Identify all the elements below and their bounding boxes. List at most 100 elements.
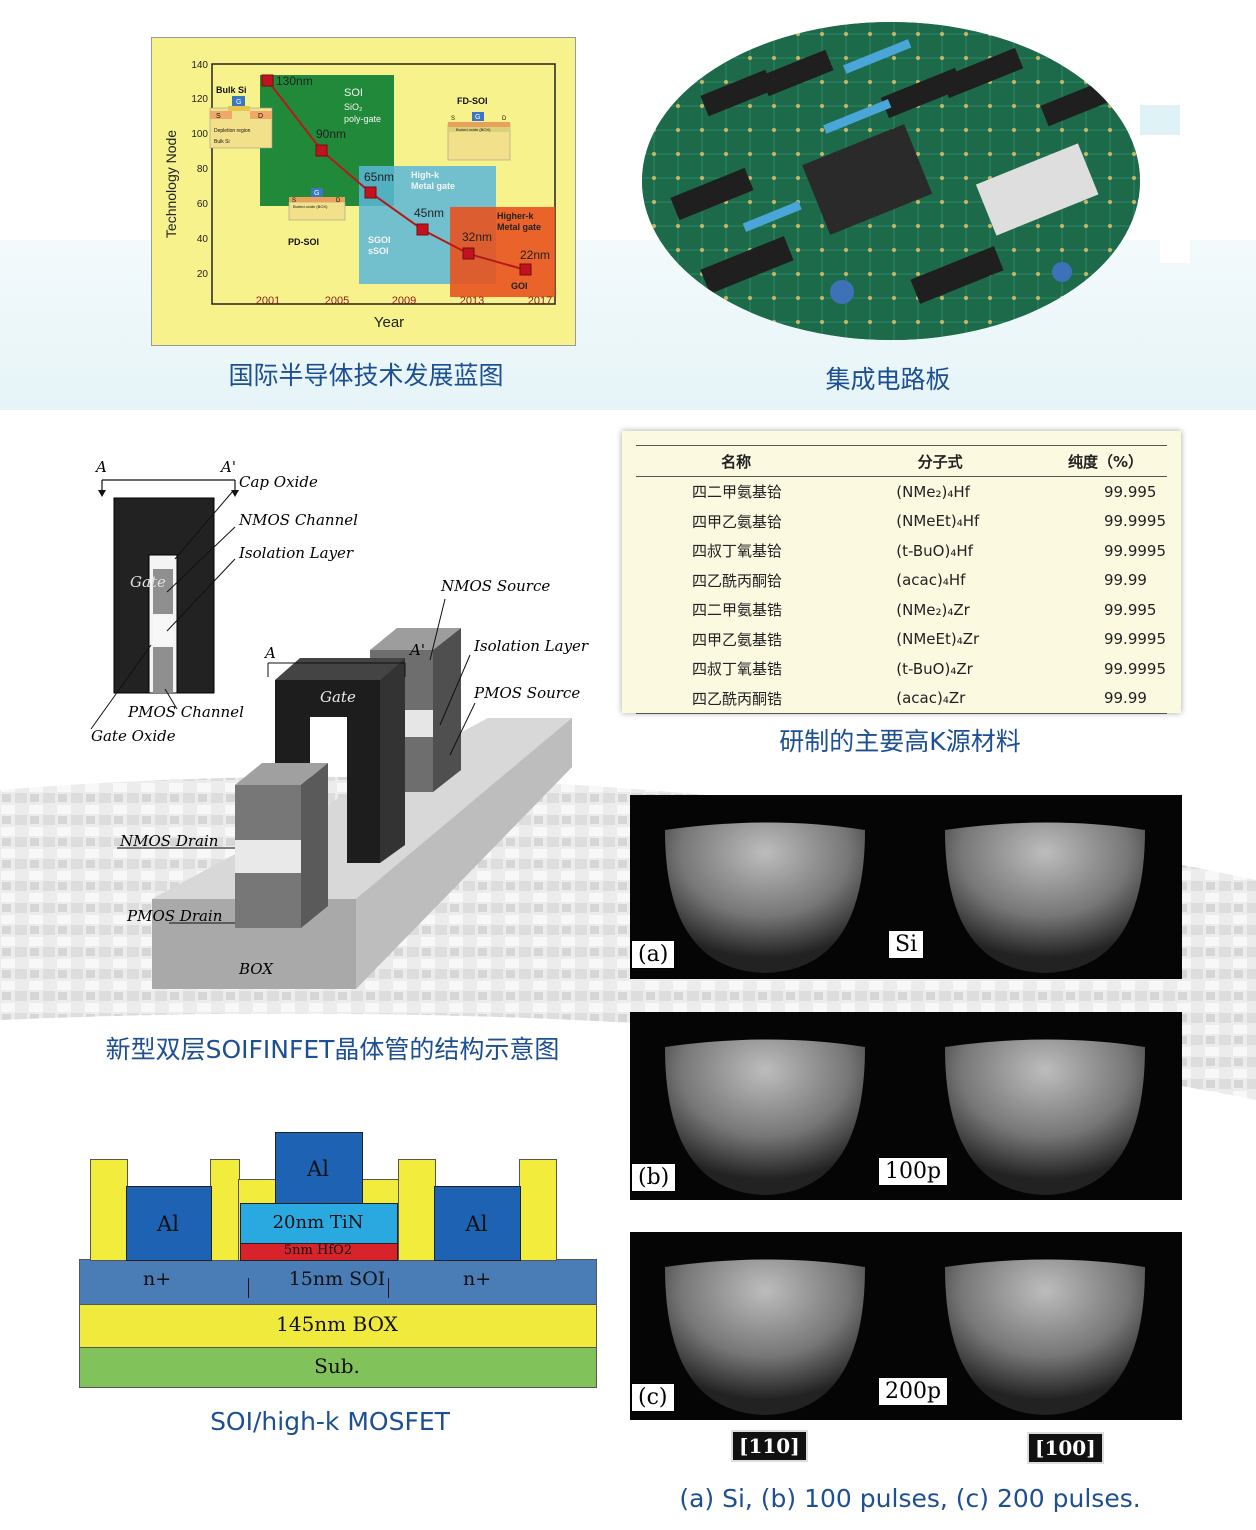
higherk-label: Higher-k — [497, 211, 535, 221]
roadmap-xlabel: Year — [374, 314, 404, 331]
3d-label-a-prime: A' — [408, 641, 425, 659]
pmos-drain-block — [235, 873, 301, 928]
pmos-drain-label: PMOS Drain — [126, 907, 222, 925]
cell-formula: (NMe₂)₄Hf — [896, 482, 970, 501]
cs-label-a-prime: A' — [219, 458, 236, 476]
cs-label-a: A — [94, 458, 107, 476]
decorative-squares — [1140, 105, 1204, 263]
al-right — [434, 1186, 521, 1261]
pmos-channel-label: PMOS Channel — [127, 703, 244, 721]
node-label-90: 90nm — [316, 127, 346, 141]
bulk-source — [210, 111, 232, 119]
rheed-panel-b: (b) 100p — [630, 1012, 1182, 1200]
hfo2-label: 5nm HfO2 — [283, 1243, 353, 1258]
rheed-b-tag: 100p — [878, 1157, 949, 1186]
bulk-g-label: G — [236, 99, 241, 106]
rheed-c-letter: (c) — [631, 1383, 675, 1412]
fdsoi-box-label: Buried oxide (BOX) — [456, 127, 491, 132]
cell-formula: (acac)₄Hf — [896, 571, 966, 590]
header-purity: 纯度（%） — [1043, 445, 1167, 477]
cell-name: 四二甲氨基铪 — [692, 483, 783, 502]
cell-name: 四叔丁氧基锆 — [692, 660, 783, 679]
cell-name: 四乙酰丙酮锆 — [636, 683, 837, 714]
cap-oxide-label: Cap Oxide — [239, 473, 318, 491]
xtick-2017: 2017 — [528, 295, 552, 307]
rheed-c-pattern-right — [945, 1259, 1145, 1415]
fdsoi-title: FD-SOI — [457, 96, 488, 106]
materials-table: 名称 分子式 纯度（%） 四二甲氨基铪 (NMe₂)₄Hf 99.995 四甲乙氨基铪… — [636, 445, 1167, 714]
mosfet-caption: SOI/high-k MOSFET — [210, 1407, 450, 1436]
pdsoi-gate-block — [311, 188, 323, 197]
bulk-d-label: D — [258, 113, 263, 120]
al-right-label: Al — [465, 1212, 488, 1236]
isolation-block — [153, 616, 173, 645]
fdsoi-box — [448, 127, 510, 132]
highk-label2: Metal gate — [411, 181, 455, 191]
xtick-2005: 2005 — [325, 295, 349, 307]
sub-label: Sub. — [314, 1354, 360, 1378]
roadmap-trend-line — [267, 80, 527, 271]
xtick-2009: 2009 — [392, 295, 416, 307]
roadmap-chart: 140 120 100 80 60 40 20 2001 2005 2009 2… — [151, 37, 576, 346]
cell-purity: 99.9995 — [1103, 630, 1166, 649]
node-label-22: 22nm — [520, 248, 550, 262]
node-marker-90 — [315, 144, 328, 157]
table-caption: 研制的主要高K源材料 — [779, 727, 1021, 756]
xtick-2001: 2001 — [256, 295, 280, 307]
header-name: 名称 — [636, 445, 837, 477]
nmos-source-label: NMOS Source — [440, 577, 550, 595]
bulk-gate-block — [232, 96, 245, 106]
cell-formula: (t-BuO)₄Hf — [896, 541, 973, 560]
goi-label: GOI — [511, 281, 528, 291]
higherk-label2: Metal gate — [497, 222, 541, 232]
plot-frame — [211, 63, 556, 305]
rheed-panel-a: (a) Si — [630, 795, 1182, 979]
fdsoi-d-label: D — [502, 116, 507, 122]
cell-name: 四甲乙氨基锆 — [692, 630, 783, 649]
box-label: BOX — [238, 960, 274, 978]
xtick-2013: 2013 — [460, 295, 484, 307]
ytick-120: 120 — [191, 94, 208, 105]
cell-name: 四甲乙氨基铪 — [692, 512, 783, 531]
rheed-panel-c: (c) 200p — [630, 1232, 1182, 1420]
cell-purity: 99.9995 — [1103, 541, 1166, 560]
pdsoi-g-label: G — [314, 190, 319, 197]
spacer-right-inner — [398, 1159, 436, 1261]
pdsoi-box-label: Buried oxide (BOX) — [293, 204, 328, 209]
n-plus-right-label: n+ — [463, 1268, 492, 1290]
bulk-s-label: S — [216, 113, 221, 120]
cell-purity: 99.995 — [1103, 600, 1157, 619]
rheed-c-pattern-left — [665, 1259, 865, 1415]
cell-formula: (acac)₄Zr — [836, 683, 1044, 714]
pdsoi-title: PD-SOI — [288, 237, 319, 247]
al-top-label: Al — [307, 1157, 329, 1181]
pdsoi-channel — [289, 197, 345, 202]
rheed-a-letter: (a) — [631, 940, 676, 969]
cell-purity: 99.9995 — [1103, 512, 1166, 531]
table-header-row: 名称 分子式 纯度（%） — [636, 445, 1167, 477]
soi-sub2-label: poly-gate — [344, 114, 381, 124]
cell-purity: 99.9995 — [1103, 659, 1166, 678]
node-label-45: 45nm — [414, 206, 444, 220]
rheed-b-pattern-right — [945, 1039, 1145, 1195]
rheed-a-tag: Si — [888, 930, 925, 959]
tin-label: 20nm TiN — [272, 1212, 364, 1233]
rheed-a-pattern-left — [665, 822, 865, 973]
fdsoi-channel — [448, 122, 510, 127]
box-layer — [79, 1303, 597, 1348]
cell-name: 四叔丁氧基铪 — [692, 542, 783, 561]
fdsoi-s-label: S — [451, 116, 455, 122]
ytick-60: 60 — [197, 199, 209, 210]
table-row: 四叔丁氧基锆 (t-BuO)₄Zr 99.9995 — [636, 654, 1167, 684]
pcb-photo — [642, 22, 1140, 340]
nmos-drain-block — [235, 785, 301, 840]
3d-label-a: A — [263, 644, 276, 662]
3d-gate-label: Gate — [320, 688, 356, 706]
isolation-drain-block — [235, 840, 301, 873]
cell-formula: (t-BuO)₄Zr — [896, 659, 973, 678]
soi-label: SOI — [344, 87, 363, 99]
mosfet-box-label: 145nm BOX — [276, 1312, 398, 1336]
